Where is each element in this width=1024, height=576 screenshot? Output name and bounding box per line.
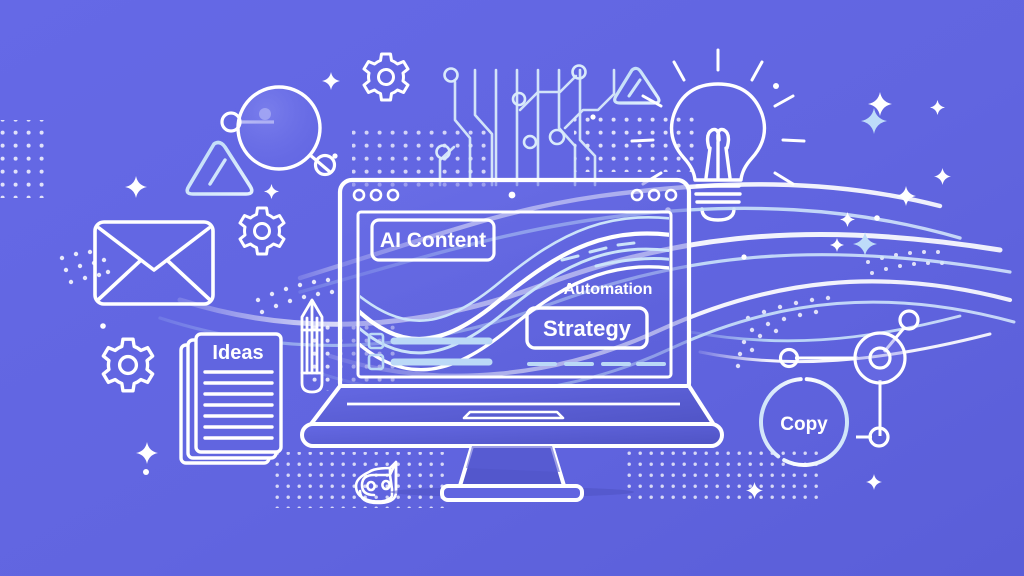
screen-inner-border: [356, 210, 673, 379]
pencil-icon: [300, 298, 324, 394]
copy-circle: [759, 376, 849, 467]
lightbulb-icon: [669, 82, 767, 222]
monitor-stand: [440, 444, 584, 502]
ai-content-label: AI Content: [380, 229, 486, 252]
ai-content-chip: [370, 218, 496, 262]
document-stack: [179, 332, 283, 465]
circuit-board-traces: [438, 68, 616, 187]
dotted-arc-right: [735, 295, 831, 369]
screen-waves: [360, 215, 669, 372]
triangle-play-left: [185, 140, 254, 196]
traffic-dots-right: [630, 188, 678, 202]
dotted-arc-left: [59, 249, 111, 285]
envelope-icon: [93, 220, 215, 306]
traffic-dots-left: [352, 188, 400, 202]
node-cluster-top-left: [220, 85, 337, 177]
automation-label: Automation: [564, 281, 653, 298]
strategy-label: Strategy: [543, 316, 632, 341]
strategy-chip: [525, 306, 649, 350]
checkbox-row-1: [367, 332, 493, 350]
ideas-label: Ideas: [212, 342, 263, 364]
document-text-lines: [203, 370, 274, 440]
laptop-base: [300, 384, 724, 448]
circuit-nodes: [435, 64, 587, 160]
webcam-dot: [508, 191, 516, 199]
magnet-icon: [354, 460, 398, 505]
dotted-arc-mid: [255, 277, 335, 315]
copy-label: Copy: [780, 414, 828, 435]
triangle-play-right: [613, 66, 661, 105]
dot-grid-bottom-right: [624, 450, 824, 504]
lightbulb-rays: [630, 48, 806, 186]
dot-grid-far-left: [0, 120, 52, 198]
checkbox-row-2: [367, 353, 493, 371]
node-network-right: [778, 309, 920, 448]
circuit-dot: [590, 114, 596, 120]
